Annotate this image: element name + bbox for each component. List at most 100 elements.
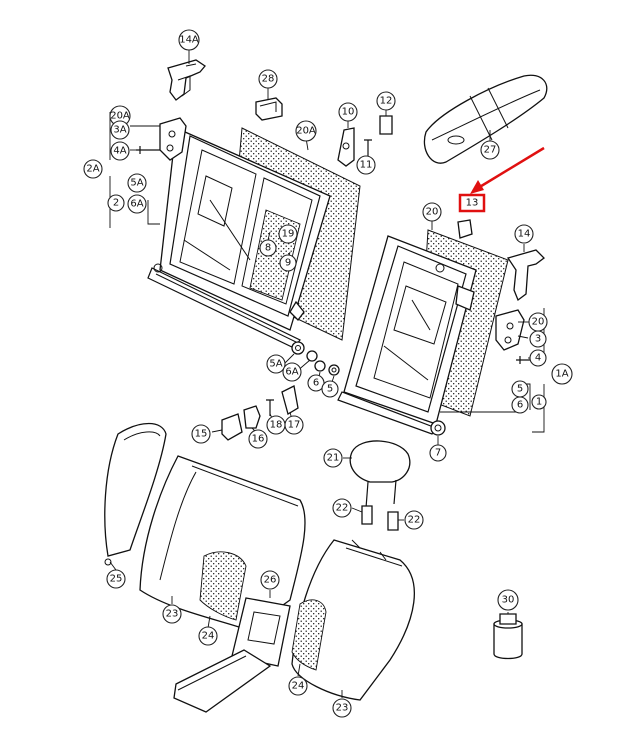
hinge-3-part (495, 309, 525, 351)
callout-14-right[interactable]: 14 (514, 224, 534, 244)
svg-text:5: 5 (517, 384, 523, 395)
callout-1[interactable]: 1 (531, 394, 547, 410)
bushing-7-part (430, 420, 446, 436)
callout-9[interactable]: 9 (279, 254, 297, 272)
svg-text:2A: 2A (86, 164, 99, 175)
svg-text:3A: 3A (113, 125, 126, 136)
callout-3[interactable]: 3 (529, 330, 547, 348)
svg-text:23: 23 (336, 703, 349, 714)
right-backrest-frame (337, 229, 509, 435)
callout-30[interactable]: 30 (497, 589, 519, 611)
svg-text:3: 3 (535, 334, 541, 345)
svg-text:22: 22 (408, 515, 421, 526)
svg-text:8: 8 (265, 243, 271, 254)
callout-24-right[interactable]: 24 (288, 676, 308, 696)
svg-text:20: 20 (426, 207, 439, 218)
callout-10[interactable]: 10 (338, 102, 358, 122)
svg-text:22: 22 (336, 503, 349, 514)
svg-text:20: 20 (532, 317, 545, 328)
bolt-4a-part (136, 146, 160, 154)
callout-20-top[interactable]: 20 (422, 202, 442, 222)
svg-text:30: 30 (502, 595, 515, 606)
svg-text:24: 24 (292, 681, 305, 692)
callout-15[interactable]: 15 (191, 424, 211, 444)
callout-2a[interactable]: 2A (83, 159, 103, 179)
svg-text:2: 2 (113, 198, 119, 209)
callout-25[interactable]: 25 (106, 569, 126, 589)
callout-5-right[interactable]: 5 (511, 380, 529, 398)
svg-text:7: 7 (435, 448, 441, 459)
hinge-10-part (337, 127, 355, 167)
callout-4a[interactable]: 4A (110, 141, 130, 161)
ski-bag-27-part (423, 74, 548, 164)
callout-5a-bottom[interactable]: 5A (266, 354, 286, 374)
svg-text:1A: 1A (555, 369, 568, 380)
callout-22-left[interactable]: 22 (332, 498, 352, 518)
clip-28-part (255, 97, 283, 121)
callout-12[interactable]: 12 (376, 91, 396, 111)
callout-17[interactable]: 17 (284, 415, 304, 435)
callout-24-left[interactable]: 24 (198, 626, 218, 646)
svg-text:19: 19 (282, 229, 295, 240)
highlight-arrow (470, 146, 545, 194)
svg-text:24: 24 (202, 631, 215, 642)
callout-11[interactable]: 11 (356, 155, 376, 175)
clip-16-part (243, 405, 261, 429)
callout-5a-left[interactable]: 5A (127, 173, 147, 193)
svg-text:20A: 20A (110, 111, 130, 122)
svg-text:1: 1 (536, 397, 542, 408)
callout-6a-left[interactable]: 6A (127, 194, 147, 214)
svg-text:21: 21 (327, 453, 340, 464)
callout-27[interactable]: 27 (480, 140, 500, 160)
callout-20-right[interactable]: 20 (528, 312, 548, 332)
svg-text:5A: 5A (269, 359, 282, 370)
bolt-4-part (516, 356, 532, 364)
callout-16[interactable]: 16 (248, 429, 268, 449)
callout-1a[interactable]: 1A (551, 363, 573, 385)
part-13 (457, 219, 473, 239)
guides-22-part (361, 505, 399, 531)
svg-text:14A: 14A (179, 35, 199, 46)
svg-text:14: 14 (518, 229, 531, 240)
bracket-14a-part (167, 59, 206, 101)
svg-text:27: 27 (484, 145, 497, 156)
svg-text:25: 25 (110, 574, 123, 585)
callout-28[interactable]: 28 (258, 69, 278, 89)
callout-4[interactable]: 4 (529, 349, 547, 367)
svg-text:23: 23 (166, 609, 179, 620)
svg-text:18: 18 (270, 420, 283, 431)
svg-text:5: 5 (327, 384, 333, 395)
callout-23-right[interactable]: 23 (332, 698, 352, 718)
bolt-11-part (364, 139, 372, 158)
callout-8[interactable]: 8 (259, 239, 277, 257)
bracket-14-part (506, 249, 545, 302)
svg-text:12: 12 (380, 96, 393, 107)
callout-18[interactable]: 18 (266, 415, 286, 435)
svg-text:26: 26 (264, 575, 277, 586)
bushings-left (291, 341, 340, 376)
callout-3a[interactable]: 3A (110, 120, 130, 140)
callout-5-left[interactable]: 5 (321, 380, 339, 398)
callout-20a-right[interactable]: 20A (295, 120, 317, 142)
callout-26[interactable]: 26 (260, 570, 280, 590)
svg-text:17: 17 (288, 420, 301, 431)
callout-23-left[interactable]: 23 (162, 604, 182, 624)
callout-6a-bottom[interactable]: 6A (282, 362, 302, 382)
callout-13-highlight[interactable]: 13 (458, 193, 486, 213)
svg-text:16: 16 (252, 434, 265, 445)
callout-14a[interactable]: 14A (178, 29, 200, 51)
svg-text:11: 11 (360, 160, 373, 171)
svg-text:15: 15 (195, 429, 208, 440)
callout-2[interactable]: 2 (107, 194, 125, 212)
svg-text:4: 4 (535, 353, 541, 364)
callout-7[interactable]: 7 (429, 444, 447, 462)
headrest-21-part (349, 440, 411, 509)
callout-21[interactable]: 21 (323, 448, 343, 468)
callout-19[interactable]: 19 (278, 224, 298, 244)
callout-22-right[interactable]: 22 (404, 510, 424, 530)
svg-text:4A: 4A (113, 146, 126, 157)
callout-6-right[interactable]: 6 (511, 396, 529, 414)
side-bolster-25-part (104, 422, 167, 566)
backrest-cover-23-right (291, 539, 415, 701)
